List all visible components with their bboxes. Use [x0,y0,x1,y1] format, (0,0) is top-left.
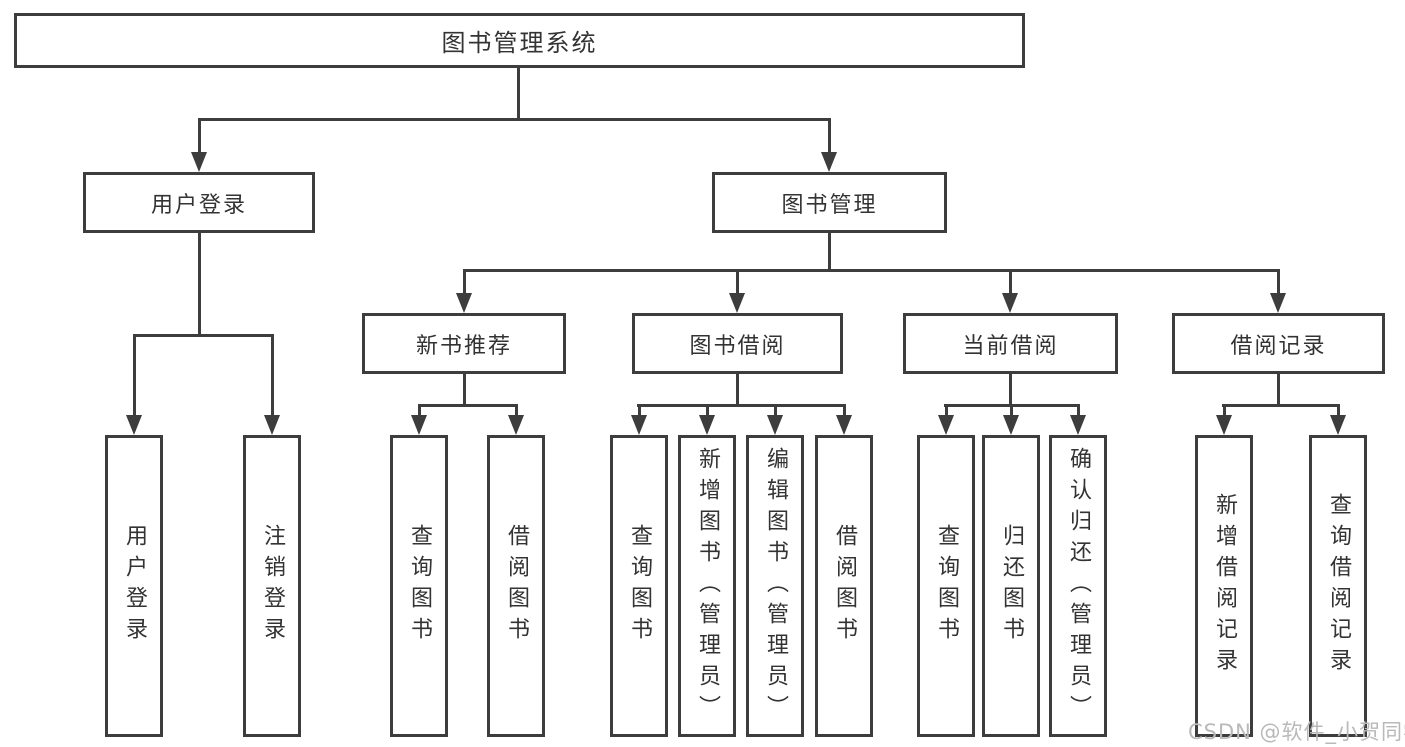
connector-line [1222,404,1340,407]
node-label: 借阅图书 [832,524,857,648]
node-label: 归还图书 [999,524,1024,648]
arrowhead-down-icon [1330,415,1346,435]
connector-line [828,118,831,154]
arrowhead-down-icon [126,415,142,435]
node-book-management: 图书管理 [712,172,947,233]
connector-line [517,68,520,121]
arrowhead-down-icon [729,293,745,313]
connector-line [1277,374,1280,407]
node-new-book-recommend: 新书推荐 [362,313,566,374]
node-label: 用户登录 [122,524,147,648]
connector-line [1277,269,1280,295]
arrowhead-down-icon [631,415,647,435]
node-book-borrow: 图书借阅 [632,313,843,374]
connector-line [198,233,201,336]
connector-line [418,404,518,407]
connector-line [1009,374,1012,407]
connector-line [945,404,948,417]
arrowhead-down-icon [767,415,783,435]
node-label: 查询图书 [627,524,652,648]
node-leaf-borrow-books: 借阅图书 [487,435,545,737]
node-leaf-logout: 注销登录 [243,435,301,737]
node-current-borrow: 当前借阅 [903,313,1118,374]
node-label: 确认归还（管理员） [1066,446,1091,726]
node-leaf-return-books: 归还图书 [982,435,1040,737]
csdn-watermark: CSDN @软件_小贺同学 [1188,720,1405,744]
arrowhead-down-icon [411,415,427,435]
node-label: 新增借阅记录 [1212,493,1237,679]
connector-line [1010,404,1013,417]
node-leaf-confirm-return-admin: 确认归还（管理员） [1049,435,1107,737]
connector-line [463,269,1280,272]
node-leaf-query-books: 查询图书 [390,435,448,737]
arrowhead-down-icon [191,152,207,172]
node-label: 查询图书 [407,524,432,648]
connector-line [133,334,274,337]
node-leaf-query-books: 查询图书 [610,435,668,737]
connector-line [463,374,466,407]
connector-line [133,334,136,417]
node-label: 新书推荐 [415,333,512,359]
arrowhead-down-icon [1003,415,1019,435]
arrowhead-down-icon [508,415,524,435]
arrowhead-down-icon [938,415,954,435]
connector-line [463,269,466,295]
node-leaf-add-books-admin: 新增图书（管理员） [678,435,736,737]
node-label: 用户登录 [150,192,247,218]
node-user-login: 用户登录 [83,172,315,233]
node-label: 借阅图书 [504,524,529,648]
node-label: 借阅记录 [1230,333,1327,359]
node-borrow-records: 借阅记录 [1172,313,1385,374]
connector-line [638,404,641,417]
node-label: 编辑图书（管理员） [763,446,788,726]
arrowhead-down-icon [1002,293,1018,313]
connector-line [418,404,421,417]
connector-line [828,233,831,271]
node-label: 图书借阅 [689,333,786,359]
connector-line [198,118,201,154]
arrowhead-down-icon [456,293,472,313]
node-label: 注销登录 [260,524,285,648]
connector-line [736,269,739,295]
connector-line [637,404,846,407]
node-leaf-edit-books-admin: 编辑图书（管理员） [746,435,804,737]
node-leaf-add-borrow-record: 新增借阅记录 [1195,435,1253,737]
connector-line [843,404,846,417]
connector-line [1223,404,1226,417]
arrowhead-down-icon [1216,415,1232,435]
arrowhead-down-icon [1070,415,1086,435]
connector-line [736,374,739,407]
node-leaf-query-books: 查询图书 [917,435,975,737]
connector-line [515,404,518,417]
arrowhead-down-icon [699,415,715,435]
connector-line [198,118,831,121]
connector-line [1009,269,1012,295]
node-label: 查询借阅记录 [1326,493,1351,679]
arrowhead-down-icon [1270,293,1286,313]
arrowhead-down-icon [821,152,837,172]
connector-line [706,404,709,417]
arrowhead-down-icon [836,415,852,435]
arrowhead-down-icon [264,415,280,435]
node-leaf-query-borrow-record: 查询借阅记录 [1309,435,1367,737]
node-label: 新增图书（管理员） [695,446,720,726]
connector-line [774,404,777,417]
connector-line [271,334,274,417]
connector-line [1077,404,1080,417]
node-leaf-user-login: 用户登录 [105,435,163,737]
node-leaf-borrow-books: 借阅图书 [815,435,873,737]
node-label: 图书管理系统 [441,29,598,57]
node-label: 图书管理 [781,192,878,218]
connector-line [1337,404,1340,417]
node-label: 当前借阅 [962,333,1059,359]
node-label: 查询图书 [934,524,959,648]
node-library-management-system: 图书管理系统 [14,13,1025,68]
